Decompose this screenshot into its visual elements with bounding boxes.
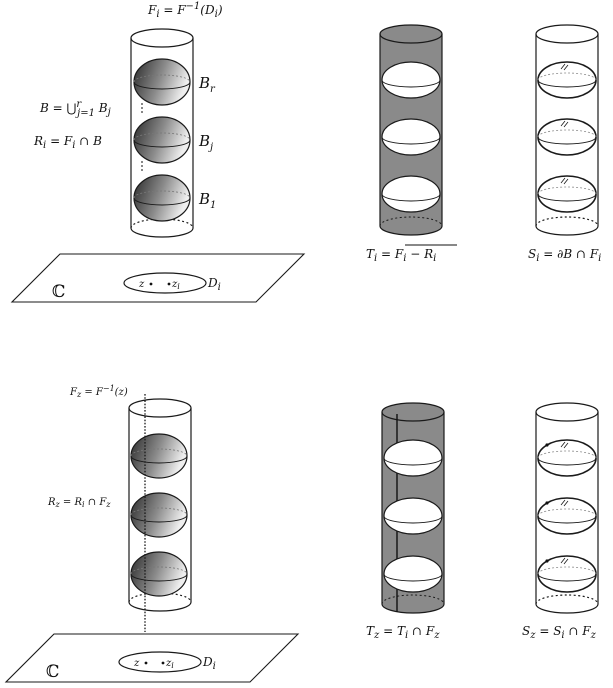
top-fiber-cylinder bbox=[130, 28, 194, 238]
bottom-fiber-label: Fz = F−1(z) bbox=[69, 384, 128, 399]
ball-b-j bbox=[133, 116, 191, 164]
r-i-definition-label: Ri = Fi ∩ B bbox=[33, 134, 102, 151]
top-s-cylinder bbox=[535, 24, 599, 236]
ball-label-j: Bj bbox=[198, 132, 213, 153]
top-point-z: z bbox=[138, 279, 145, 290]
bottom-point-z: z bbox=[133, 658, 140, 669]
bottom-s-cylinder bbox=[535, 402, 599, 614]
t-i-caption: Ti = Fi − Ri bbox=[366, 247, 436, 264]
top-disk-label: Di bbox=[207, 276, 221, 293]
top-plane bbox=[10, 253, 306, 303]
bottom-disk-label: Di bbox=[202, 655, 216, 672]
s-z-caption: Sz = Si ∩ Fz bbox=[522, 624, 597, 641]
s-z-points bbox=[545, 443, 549, 563]
bottom-ball-bottom bbox=[130, 551, 188, 597]
bottom-ball-middle bbox=[130, 492, 188, 538]
top-fiber-label: Fi = F−1(Di) bbox=[147, 1, 223, 20]
bottom-plane-symbol: ℂ bbox=[46, 662, 60, 682]
ball-label-r: Br bbox=[198, 74, 216, 95]
s-i-caption: Si = ∂B ∩ Fi bbox=[528, 247, 601, 264]
bottom-fiber-cylinder bbox=[128, 398, 192, 612]
bottom-t-cylinder bbox=[381, 402, 445, 614]
bottom-ball-top bbox=[130, 433, 188, 479]
top-plane-symbol: ℂ bbox=[52, 282, 66, 302]
bottom-plane bbox=[4, 633, 300, 683]
ball-b-r bbox=[133, 58, 191, 106]
ball-label-1: B1 bbox=[198, 190, 216, 211]
t-z-caption: Tz = Ti ∩ Fz bbox=[366, 624, 440, 641]
bottom-point-zi: zi bbox=[165, 658, 174, 670]
r-z-definition-label: Rz = Ri ∩ Fz bbox=[47, 497, 111, 509]
top-t-cylinder bbox=[379, 24, 443, 236]
ellipsis-dots bbox=[141, 103, 143, 171]
top-point-zi: zi bbox=[171, 279, 180, 291]
ball-b-1 bbox=[133, 174, 191, 222]
